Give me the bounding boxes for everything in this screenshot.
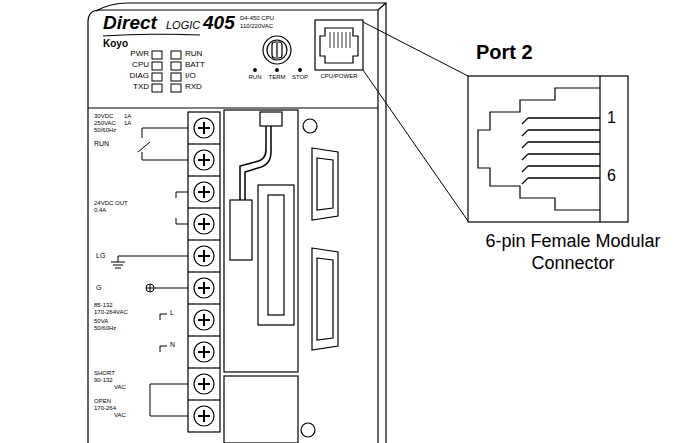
cpu-housing	[88, 3, 386, 443]
terminal-screw	[194, 406, 214, 426]
terminal-label: RUN	[94, 140, 109, 148]
brand-logo: Direct	[103, 12, 157, 35]
relay-rating: 1A	[124, 113, 131, 120]
supply-rating: 85-132	[94, 302, 113, 309]
zoom-leader-lines	[363, 22, 468, 221]
pin-number: 6	[607, 166, 616, 185]
led-label: RUN	[185, 49, 202, 59]
relay-rating: 30VDC	[94, 113, 113, 120]
comm-ports	[301, 119, 338, 437]
jumper-label: SHORT	[94, 370, 115, 377]
terminal-label: G	[96, 284, 101, 292]
jumper-label: 90-132	[94, 377, 113, 384]
led-label: CPU	[132, 60, 149, 70]
terminal-screw	[194, 310, 214, 330]
switch-position: STOP	[292, 74, 308, 81]
brand-logo: LOGIC	[166, 19, 200, 32]
model-number: 405	[203, 12, 235, 35]
terminal-screw	[194, 214, 214, 234]
terminal-screw	[194, 342, 214, 362]
mode-switch	[254, 36, 302, 71]
terminal-screw	[194, 278, 214, 298]
supply-rating: 170-264VAC	[94, 309, 128, 316]
led-label: RXD	[185, 82, 202, 92]
led-label: DIAG	[129, 71, 149, 81]
switch-position: TERM	[269, 74, 286, 81]
led-label: I/O	[185, 71, 196, 81]
terminal-screw	[194, 182, 214, 202]
terminal-screw	[194, 246, 214, 266]
port-title: Port 2	[476, 40, 533, 64]
jumper-label: VAC	[114, 384, 126, 391]
jumper-label: VAC	[114, 412, 126, 419]
led-label: BATT	[185, 60, 205, 70]
led-label: PWR	[130, 49, 149, 59]
jumper-label: 170-264	[94, 405, 116, 412]
terminal-label: LG	[96, 252, 105, 260]
logo-swoosh	[103, 34, 200, 36]
maker-name: Koyo	[103, 38, 128, 50]
pin-number: 1	[607, 108, 616, 127]
supply-rating: 50VA	[94, 318, 108, 325]
terminal-label: N	[170, 341, 175, 349]
switch-position: RUN	[249, 74, 262, 81]
terminal-screw	[194, 374, 214, 394]
terminal-label: 0.4A	[94, 207, 106, 214]
port-jack	[315, 20, 363, 70]
terminal-screw	[194, 150, 214, 170]
terminal-wiring	[111, 128, 188, 416]
led-indicators	[152, 51, 181, 92]
model-label: D4-450 CPU	[240, 15, 274, 22]
port2-zoom	[468, 76, 628, 222]
terminal-label: 24VDC OUT	[94, 200, 128, 207]
battery-board	[224, 110, 298, 443]
led-label: TXD	[133, 82, 149, 92]
jumper-label: OPEN	[94, 398, 111, 405]
port-label: CPU/POWER	[320, 73, 357, 80]
relay-rating: 50/60Hz	[94, 127, 116, 134]
terminal-label: L	[170, 309, 174, 317]
connector-caption: 6-pin Female Modular Connector	[485, 231, 661, 274]
relay-rating: 1A	[124, 120, 131, 127]
supply-rating: 50/60Hz	[94, 325, 116, 332]
terminal-block	[188, 112, 220, 432]
terminal-screw	[194, 118, 214, 138]
power-rating: 110/220VAC	[240, 23, 273, 30]
terminal-screws	[194, 118, 214, 426]
relay-rating: 250VAC	[94, 120, 116, 127]
